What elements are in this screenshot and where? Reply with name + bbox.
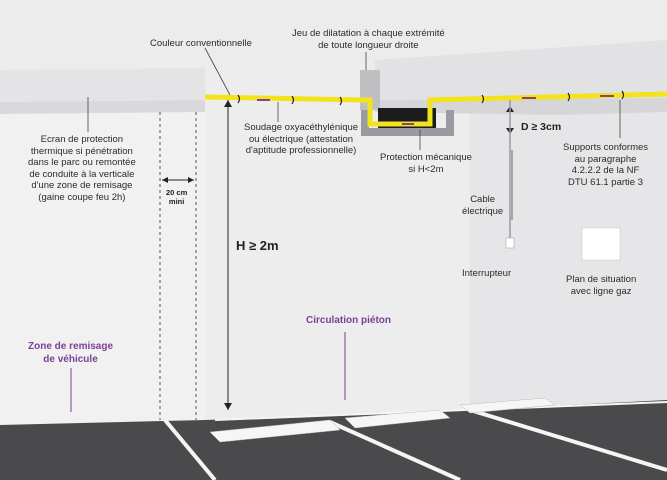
label-circulation: Circulation piéton <box>306 315 391 326</box>
wheel-stop <box>344 409 451 429</box>
label-hauteur: H ≥ 2m <box>236 238 279 253</box>
dimension-arrow <box>188 177 194 183</box>
parking-line <box>329 420 461 480</box>
left-wall <box>0 68 205 425</box>
ceiling-beam-right <box>375 40 667 108</box>
mechanical-protection <box>361 110 454 136</box>
back-wall <box>205 62 470 420</box>
ceiling-beam-left-face <box>0 100 205 114</box>
situation-plan-board <box>581 227 621 261</box>
height-arrow <box>224 403 232 410</box>
parking-line <box>469 408 667 472</box>
label-d-distance: D ≥ 3cm <box>521 121 562 133</box>
leader-lines <box>87 47 621 220</box>
label-protection: Protection mécanique si H<2m <box>380 152 472 175</box>
label-interrupteur: Interrupteur <box>462 268 512 279</box>
light-switch <box>505 237 515 249</box>
label-ecran: Ecran de protection thermique si pénétra… <box>28 134 136 203</box>
label-zone: Zone de remisage de véhicule <box>28 341 114 365</box>
right-wall <box>470 55 667 410</box>
gas-pipe <box>204 91 667 127</box>
label-supports: Supports conformes au paragraphe 4.2.2.2… <box>563 142 649 188</box>
pipe-supports <box>237 90 625 106</box>
label-couleur: Couleur conventionnelle <box>150 38 252 49</box>
wheel-stop <box>459 397 556 414</box>
wheel-stop <box>209 419 341 443</box>
label-dimension-20cm: 20 cm mini <box>166 188 188 206</box>
label-soudage: Soudage oxyacéthylénique ou électrique (… <box>244 122 359 156</box>
label-plan: Plan de situation avec ligne gaz <box>566 274 637 297</box>
label-cable: Cable électrique <box>462 194 504 217</box>
height-arrow <box>224 100 232 107</box>
ceiling-beam-left <box>0 68 205 102</box>
dimension-arrow <box>162 177 168 183</box>
label-jeu: Jeu de dilatation à chaque extrémité de … <box>292 28 445 51</box>
parking-line <box>163 418 217 480</box>
